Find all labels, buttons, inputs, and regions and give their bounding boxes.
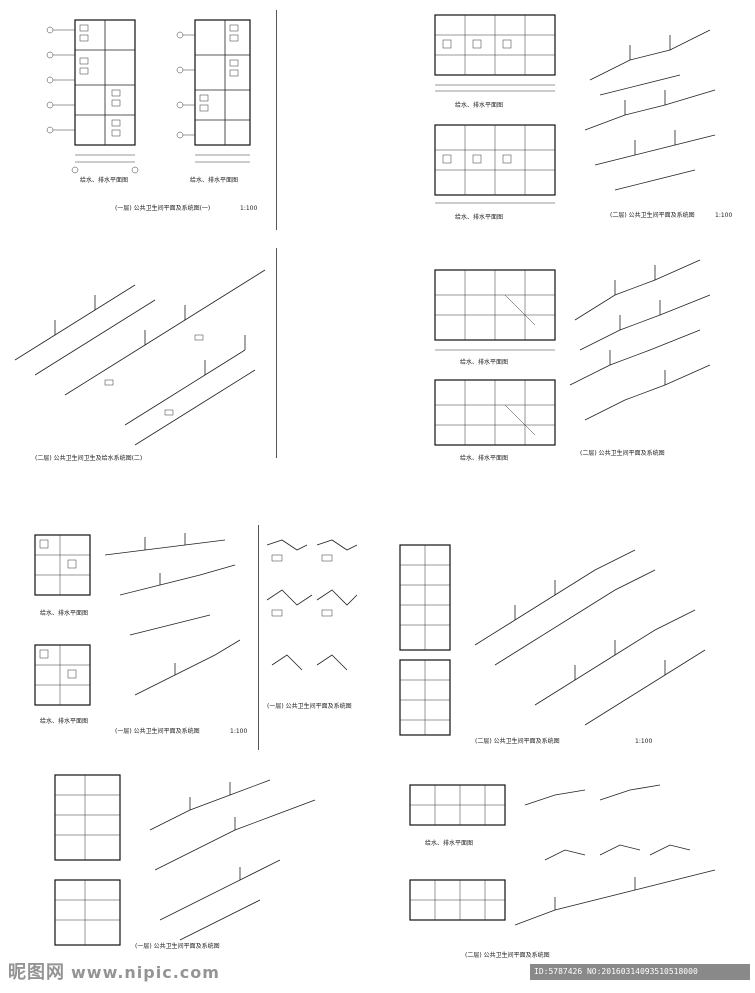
sheet-caption: (二层) 公共卫生间平面及系统图 [465,951,550,959]
plans-and-isometrics: (一层) 公共卫生间平面及系统图 [54,774,316,950]
sheet-divider-vertical [276,248,277,458]
watermark-url: www.nipic.com [71,963,220,982]
plans-and-isometrics: 给水、排水平面图 给水、排水平面图 (二层) 公共卫生间平面及系统图 [434,259,711,462]
isometric-system: (二层) 公共卫生间卫生及给水系统图(二) [14,269,266,462]
sheet-divider-vertical [258,525,259,750]
sheet-scale: 1:100 [715,212,732,219]
sheet-isometric-3: (二层) 公共卫生间卫生及给水系统图(二) [5,250,280,465]
sheet-scale: 1:100 [230,728,247,735]
plan-left-label: 给水、排水平面图 [80,176,128,184]
image-id-bar: ID:5787426 NO:20160314093510518000 [530,964,750,980]
sheet-caption: (二层) 公共卫生间卫生及给水系统图(二) [35,454,142,462]
plans-and-isometrics: (二层) 公共卫生间平面及系统图 1:100 [399,544,706,745]
sheet-caption: (一层) 公共卫生间平面及系统图 [267,702,352,710]
plans-and-isometrics: 给水、排水平面图 (二层) 公共卫生间平面及系统图 [409,784,716,959]
sheet-plan-5: 给水、排水平面图 给水、排水平面图 (一层) 公共卫生间平面及系统图 1:100 [20,525,255,740]
plan-top-label: 给水、排水平面图 [40,609,88,617]
sheet-scale: 1:100 [635,738,652,745]
isometric-pipes [514,784,716,926]
isometric-pipes [474,549,706,726]
plan-bottom-label: 给水、排水平面图 [40,717,88,725]
plan-top-label: 给水、排水平面图 [460,358,508,366]
plan-top-label: 给水、排水平面图 [425,839,473,847]
sheet-plan-7: (二层) 公共卫生间平面及系统图 1:100 [385,525,740,750]
sheet-caption: (二层) 公共卫生间平面及系统图 [580,449,665,457]
plan-right-label: 给水、排水平面图 [190,176,238,184]
floor-plans-drawing: 给水、排水平面图 给水、排水平面图 (一层) 公共卫生间平面及系统图(一) 1:… [46,19,257,212]
sheet-caption: (一层) 公共卫生间平面及系统图(一) [115,204,210,212]
sheet-divider-vertical [276,10,277,230]
sheet-caption: (二层) 公共卫生间平面及系统图 [475,737,560,745]
sheet-caption: (一层) 公共卫生间平面及系统图 [135,942,220,950]
plan-right: 给水、排水平面图 [176,19,251,184]
plans-and-isometrics: 给水、排水平面图 给水、排水平面图 (二层) 公共卫生间平面及系统图 1:100 [434,14,732,221]
sheet-caption: (二层) 公共卫生间平面及系统图 [610,211,695,219]
plan-left: 给水、排水平面图 [46,19,139,184]
isometric-pipes [584,29,716,191]
sheet-details-6: (一层) 公共卫生间平面及系统图 [262,530,367,715]
sheet-caption: (一层) 公共卫生间平面及系统图 [115,727,200,735]
sheet-plan-2: 给水、排水平面图 给水、排水平面图 (二层) 公共卫生间平面及系统图 1:100 [415,5,740,230]
detail-drawings: (一层) 公共卫生间平面及系统图 [266,539,358,710]
sheet-scale: 1:100 [240,205,257,212]
isometric-pipes [104,533,241,696]
sheet-plan-4: 给水、排水平面图 给水、排水平面图 (二层) 公共卫生间平面及系统图 [410,250,745,465]
sheet-plan-8: (一层) 公共卫生间平面及系统图 [40,770,340,950]
plan-bottom-label: 给水、排水平面图 [455,213,503,221]
sheet-plan-1: 给水、排水平面图 给水、排水平面图 (一层) 公共卫生间平面及系统图(一) 1:… [20,10,275,235]
isometric-pipes [14,269,266,446]
isometric-pipes [149,779,316,941]
watermark: 昵图网 www.nipic.com [8,958,220,984]
plan-bottom-label: 给水、排水平面图 [460,454,508,462]
isometric-pipes [569,259,711,421]
sheet-plan-9: 给水、排水平面图 (二层) 公共卫生间平面及系统图 [395,775,740,960]
watermark-brand: 昵图网 [8,962,65,983]
plan-top-label: 给水、排水平面图 [455,101,503,109]
plans-and-isometrics: 给水、排水平面图 给水、排水平面图 (一层) 公共卫生间平面及系统图 1:100 [34,533,247,735]
